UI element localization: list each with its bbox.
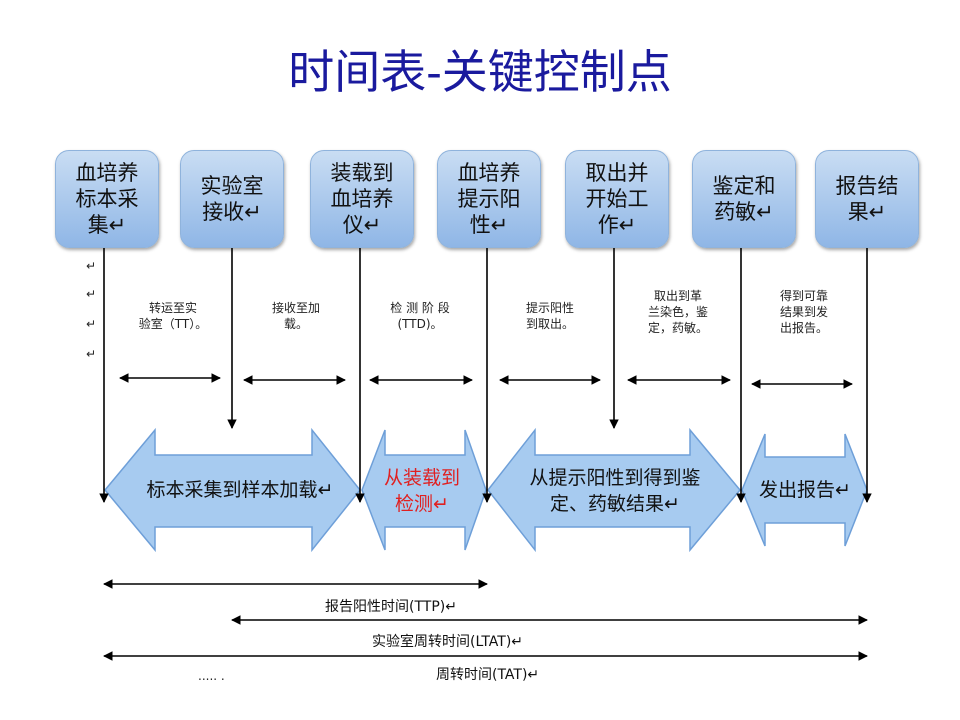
interval-note-receipt-load: 接收至加 载。 xyxy=(271,301,320,331)
node-removal-work: 取出并 开始工 作↵ xyxy=(565,150,669,248)
phase-label-load-to-detect: 从装载到 检测↵ xyxy=(383,467,460,515)
left-mark: ↵ xyxy=(86,347,97,361)
node-report-result: 报告结 果↵ xyxy=(815,150,919,248)
interval-note-positive-removal: 提示阳性 到取出。 xyxy=(525,301,574,331)
interval-note-ttd: 检 测 阶 段 (TTD)。 xyxy=(390,301,450,331)
duration-label-ltat: 实验室周转时间(LTAT)↵ xyxy=(372,634,524,650)
node-sample-collection: 血培养 标本采 集↵ xyxy=(55,150,159,248)
left-mark: ↵ xyxy=(86,317,97,331)
interval-note-report: 得到可靠 结果到发 出报告。 xyxy=(779,289,828,335)
node-lab-receipt: 实验室 接收↵ xyxy=(180,150,284,248)
node-positive-signal: 血培养 提示阳 性↵ xyxy=(437,150,541,248)
left-mark: ↵ xyxy=(86,287,97,301)
footnote: ..... . xyxy=(198,669,225,683)
page-title: 时间表-关键控制点 xyxy=(288,45,672,99)
interval-note-removal-id: 取出到革 兰染色，鉴 定，药敏。 xyxy=(647,289,708,335)
interval-note-tt: 转运至实 验室（TT）。 xyxy=(138,301,208,331)
node-id-susceptibility: 鉴定和 药敏↵ xyxy=(692,150,796,248)
phase-label-report: 发出报告↵ xyxy=(759,479,851,501)
node-load-instrument: 装载到 血培养 仪↵ xyxy=(310,150,414,248)
duration-label-ttp: 报告阳性时间(TTP)↵ xyxy=(325,599,457,615)
left-mark: ↵ xyxy=(86,259,97,273)
phase-arrow-load-to-detect xyxy=(361,429,487,551)
phase-label-collection-to-load: 标本采集到样本加载↵ xyxy=(146,479,334,501)
duration-label-tat: 周转时间(TAT)↵ xyxy=(436,667,540,683)
phase-label-positive-to-results: 从提示阳性到得到鉴 定、药敏结果↵ xyxy=(529,467,701,515)
phase-arrow-positive-to-results xyxy=(487,427,741,553)
